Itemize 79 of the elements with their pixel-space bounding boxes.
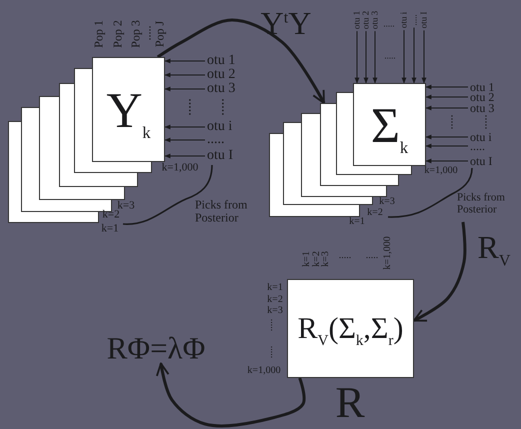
axis-label: ..... [384, 51, 396, 61]
index-label: k=3 [117, 200, 135, 212]
axis-label: k=3 [267, 306, 283, 316]
axis-label: k=1 [302, 251, 312, 267]
row-label: otu I [470, 155, 492, 167]
arrow [413, 222, 466, 322]
arrow [372, 30, 378, 84]
column-label: otu I [420, 12, 428, 28]
column-label: otu i [400, 12, 408, 28]
arrow [164, 58, 206, 64]
arrow [425, 84, 468, 90]
row-label: otu I [207, 149, 234, 163]
column-label: otu 2 [362, 10, 370, 30]
row-label: otu i [207, 120, 232, 134]
axis-label: k=1,000 [247, 366, 281, 376]
arrow [156, 362, 306, 428]
arrow [425, 158, 468, 164]
axis-label: ..... [264, 318, 276, 332]
arrow [354, 30, 360, 84]
row-label: ..... [207, 133, 224, 147]
axis-label: k=2 [267, 294, 283, 306]
note: Picks from Posterior [195, 198, 248, 224]
axis-label: k=1,000 [382, 236, 394, 270]
arrow [164, 124, 206, 130]
arrow [164, 72, 206, 78]
row-label: otu 3 [207, 82, 236, 96]
equation: RΦ=λΦ [106, 332, 206, 364]
axis-label: ..... [476, 114, 490, 130]
matrix-sheet [353, 83, 426, 166]
row-label: otu 1 [207, 54, 236, 68]
arrow [425, 134, 468, 140]
axis-label: ..... [383, 19, 395, 29]
arrow [164, 154, 206, 158]
index-label: k=1,000 [424, 166, 458, 176]
axis-label: Pop 3 [130, 20, 142, 48]
axis-label: ..... [264, 346, 276, 358]
axis-label: Pop J [154, 20, 166, 48]
axis-label: ..... [338, 250, 352, 262]
arrow [164, 138, 206, 142]
row-label: otu 3 [470, 102, 494, 114]
matrix-label: R$_{V}$(Σ$_{k}$,Σ$_{r}$) [298, 314, 404, 344]
index-label: k=2 [367, 208, 383, 218]
edge-label: R [335, 381, 365, 425]
axis-label: k=3 [320, 251, 332, 267]
index-label: k=1 [101, 224, 119, 234]
axis-label: ..... [214, 98, 228, 116]
arrow [156, 18, 326, 104]
axis-label: k=1 [267, 282, 283, 294]
row-label: otu 2 [470, 91, 494, 103]
column-label: otu 1 [352, 10, 362, 30]
arrow [425, 94, 468, 100]
index-label: k=1,000 [162, 162, 198, 174]
arrow [422, 30, 426, 84]
arrow [412, 27, 416, 84]
row-label: otu i [470, 131, 492, 143]
row-label: otu 1 [470, 81, 494, 93]
index-label: k=1 [349, 217, 365, 227]
axis-label: Pop 1 [92, 20, 106, 48]
arrow [164, 86, 206, 92]
arrow [425, 106, 468, 110]
axis-label: ..... [442, 114, 456, 130]
index-label: k=3 [379, 197, 395, 207]
axis-label: ..... [366, 250, 378, 262]
axis-label: ..... [140, 26, 154, 40]
matrix-box [287, 279, 414, 378]
column-label: otu 3 [370, 10, 380, 30]
column-label: ..... [410, 14, 418, 26]
row-label: otu 2 [207, 68, 236, 82]
axis-label: ..... [180, 98, 196, 116]
row-label: ..... [470, 140, 485, 152]
note: Picks from Posterior [457, 192, 506, 216]
arrow [402, 30, 406, 84]
index-label: k=2 [102, 210, 120, 220]
edge-label: Y$^{t}$Y [260, 7, 312, 39]
arrow [425, 144, 468, 148]
axis-label: Pop 2 [112, 20, 124, 48]
arrow [364, 30, 368, 84]
axis-label: k=2 [312, 251, 322, 267]
matrix-sheet [92, 57, 165, 162]
